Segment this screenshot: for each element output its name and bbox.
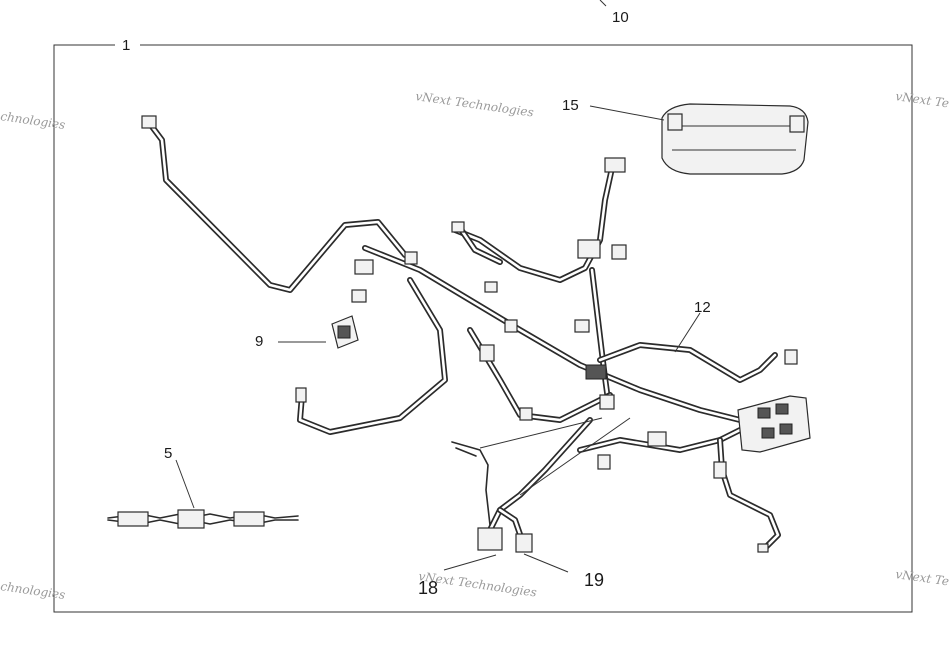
callout-1-label: 1	[122, 37, 130, 54]
part-15-gauge-housing: 15	[562, 97, 809, 175]
part-12-fuse-block: 12	[674, 299, 811, 453]
part-9-socket: 9	[255, 315, 359, 350]
callout-19-label: 19	[584, 570, 604, 590]
watermark-bottom-left: chnologies	[0, 579, 66, 602]
callout-9-label: 9	[255, 333, 263, 350]
part-5-jumper-harness: 5	[107, 445, 299, 529]
watermark-top-center: vNext Technologies	[415, 89, 535, 119]
callout-5-label: 5	[164, 445, 172, 462]
parts-18-19-connectors: 18 19	[418, 417, 631, 598]
watermark-bottom-right: vNext Te	[895, 567, 950, 588]
callout-10: 10	[599, 0, 629, 26]
watermark-top-right: vNext Te	[895, 89, 950, 110]
harness-connectors	[141, 115, 798, 553]
callout-15-label: 15	[562, 97, 579, 114]
diagram-frame	[53, 44, 913, 613]
callout-18-label: 18	[418, 578, 438, 598]
callout-10-label: 10	[612, 9, 629, 26]
callout-12-label: 12	[694, 299, 711, 316]
main-wiring-harness	[147, 121, 781, 551]
watermark-top-left: chnologies	[0, 109, 66, 132]
